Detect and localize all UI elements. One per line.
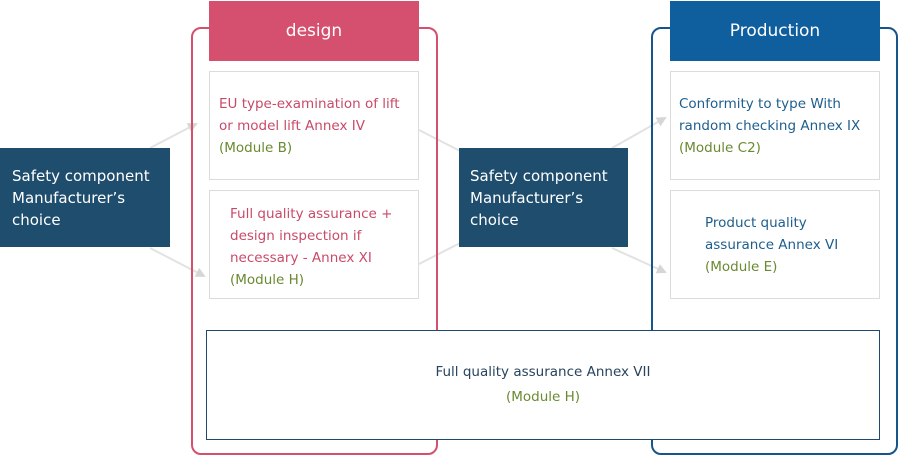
- module-label: (Module H): [505, 389, 581, 405]
- choice-line: choice: [470, 211, 519, 229]
- production-module-c2-box: Conformity to type With random checking …: [670, 71, 880, 180]
- arrow-mid-to-production-top: [611, 117, 667, 149]
- box-title-line: Product quality: [705, 215, 807, 231]
- box-title-line: Conformity to type With: [679, 96, 841, 112]
- module-label: (Module C2): [679, 140, 761, 156]
- connector-design-bottom-to-mid: [418, 241, 463, 265]
- module-label: (Module B): [219, 140, 293, 156]
- choice-line: Manufacturer’s: [470, 189, 584, 207]
- choice-line: Manufacturer’s: [12, 189, 126, 207]
- box-title-line: or model lift Annex IV: [219, 118, 365, 134]
- box-title-line: Full quality assurance +: [230, 206, 393, 222]
- design-module-b-box: EU type-examination of lift or model lif…: [209, 71, 419, 180]
- box-title-line: EU type-examination of lift: [219, 96, 400, 112]
- box-title-line: assurance Annex VI: [705, 237, 839, 253]
- box-title-line: random checking Annex IX: [679, 118, 861, 134]
- production-header-label: Production: [729, 21, 821, 41]
- design-header: design: [209, 1, 419, 61]
- design-header-label: design: [285, 21, 343, 41]
- box-title-line: design inspection if: [230, 228, 362, 244]
- module-label: (Module E): [705, 259, 778, 275]
- choice-line: Safety component: [470, 167, 608, 185]
- design-module-h-box: Full quality assurance + design inspecti…: [209, 190, 419, 299]
- connector-design-top-to-mid: [418, 129, 463, 153]
- arrow-left-to-design-bottom: [149, 247, 206, 277]
- production-module-e-box: Product quality assurance Annex VI (Modu…: [670, 190, 880, 299]
- choice-line: choice: [12, 211, 61, 229]
- choice-line: Safety component: [12, 167, 150, 185]
- box-title-line: necessary - Annex XI: [230, 250, 372, 266]
- arrow-mid-to-production-bottom: [611, 247, 667, 274]
- full-quality-assurance-annex-vii-box: Full quality assurance Annex VII (Module…: [206, 330, 880, 440]
- manufacturer-choice-middle: Safety component Manufacturer’s choice: [459, 148, 628, 247]
- production-header: Production: [670, 1, 880, 61]
- manufacturer-choice-left: Safety component Manufacturer’s choice: [0, 148, 170, 247]
- bottom-box-title: Full quality assurance Annex VII: [435, 364, 651, 380]
- module-label: (Module H): [230, 272, 305, 288]
- arrow-left-to-design-top: [149, 123, 198, 149]
